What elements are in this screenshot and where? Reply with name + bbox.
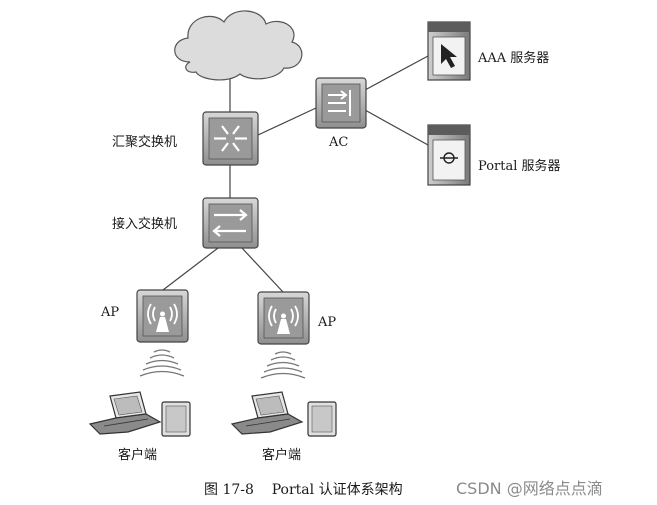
link-aggregation-ac [257, 107, 317, 136]
laptop-right-icon [230, 391, 304, 435]
ap-right-icon [257, 291, 310, 345]
figure-caption: 图 17-8 Portal 认证体系架构 [204, 482, 403, 498]
link-access-ap-left [162, 247, 219, 291]
ac-controller-icon [315, 77, 367, 129]
aggregation-switch-icon [202, 111, 259, 166]
label-client-right: 客户端 [262, 447, 301, 463]
portal-server-icon [427, 124, 471, 186]
label-portal-server: Portal 服务器 [478, 158, 561, 174]
access-switch-icon [202, 197, 259, 249]
label-ap-right: AP [317, 315, 336, 330]
label-aaa-server: AAA 服务器 [477, 50, 549, 66]
label-ac: AC [328, 135, 348, 150]
label-access-switch: 接入交换机 [112, 216, 177, 232]
laptop-left-icon [88, 391, 162, 435]
watermark-text: CSDN @网络点点滴 [456, 479, 603, 498]
aaa-server-icon [427, 21, 471, 81]
connection-lines [162, 55, 429, 293]
link-access-ap-right [241, 247, 284, 293]
label-ap-left: AP [100, 305, 119, 320]
ap-left-icon [136, 289, 189, 343]
wireless-signal-right-icon [260, 351, 306, 379]
link-ac-portal [364, 109, 429, 146]
internet-cloud [174, 10, 303, 81]
wireless-signal-left-icon [139, 349, 185, 377]
label-aggregation-switch: 汇聚交换机 [112, 134, 177, 150]
label-client-left: 客户端 [118, 447, 157, 463]
tablet-right-icon [307, 401, 337, 437]
link-ac-aaa [364, 55, 429, 91]
tablet-left-icon [161, 401, 191, 437]
